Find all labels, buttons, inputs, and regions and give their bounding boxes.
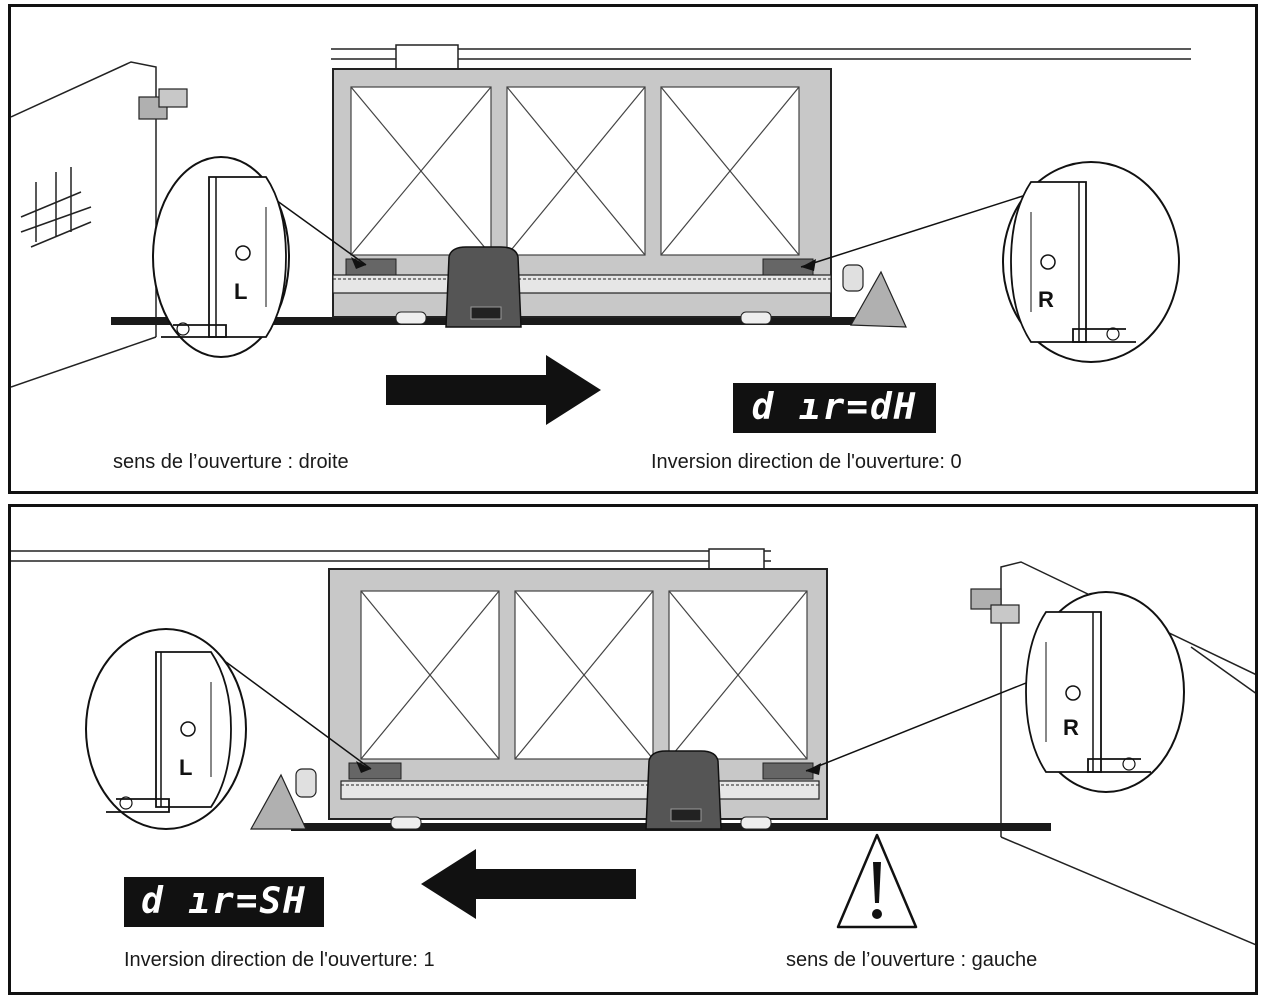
pointer-line-left [225,661,372,770]
panel-open-right: L R d ır=dH sens de l’ouverture : droite… [8,4,1258,494]
gate-wheel-right [740,816,772,830]
gate-diagram-open-right: L R [11,44,1191,425]
gate-panes [360,590,808,760]
top-rail [331,48,1191,60]
motor-side-letter-left: L [234,279,247,304]
end-stop-bumper [295,768,317,798]
limit-magnet-left [348,762,402,780]
gate-wheel-left [395,311,427,325]
gate-motor [645,750,722,830]
pointer-line-right [800,186,1052,268]
inversion-label: Inversion direction de l'ouverture: 1 [124,949,435,971]
motor-side-letter-left: L [179,755,192,780]
screw-icon [180,721,196,737]
gate-motor [445,246,522,328]
end-stop-bumper [842,264,864,292]
wall-stopper-top [990,604,1020,624]
zoom-circle-left: L [152,156,290,358]
arrow-left-icon [421,849,636,919]
gate-panes [350,86,800,256]
screw-icon [235,245,251,261]
screw-icon [1040,254,1056,270]
gate-wheel-left [390,816,422,830]
pointer-arrowhead-right [806,763,821,775]
warning-icon [836,833,918,929]
zoom-circle-right: R [1002,161,1180,363]
end-stop-left [249,773,307,830]
arrow-right-icon [386,355,601,425]
inversion-label: Inversion direction de l'ouverture: 0 [651,451,962,473]
wall-stopper-top [158,88,188,108]
end-stop-right [849,270,907,328]
panel-open-left: L R d ır=SH Inversion direction de l'ouv… [8,504,1258,995]
zoom-circle-left: L [85,628,247,830]
motor-side-letter-right: R [1038,287,1054,312]
display-code: d ır=dH [733,383,936,433]
gear-rack [332,274,832,294]
pointer-arrowhead-right [801,259,816,271]
limit-magnet-right [762,762,814,780]
direction-label: sens de l’ouverture : droite [113,451,349,473]
top-rail [11,550,771,562]
display-code: d ır=SH [124,877,324,927]
pointer-arrowhead-left [356,761,371,773]
screw-icon [1065,685,1081,701]
pointer-line-right [805,666,1067,772]
gate-diagram-open-left: L R [11,548,1255,946]
gear-rack [340,780,820,800]
left-wall [11,61,157,388]
direction-label: sens de l’ouverture : gauche [786,949,1038,971]
pointer-arrowhead-left [351,257,366,269]
zoom-circle-right: R [1025,591,1185,793]
gate-wheel-right [740,311,772,325]
wall-stopper [970,588,1002,610]
motor-side-letter-right: R [1063,715,1079,740]
